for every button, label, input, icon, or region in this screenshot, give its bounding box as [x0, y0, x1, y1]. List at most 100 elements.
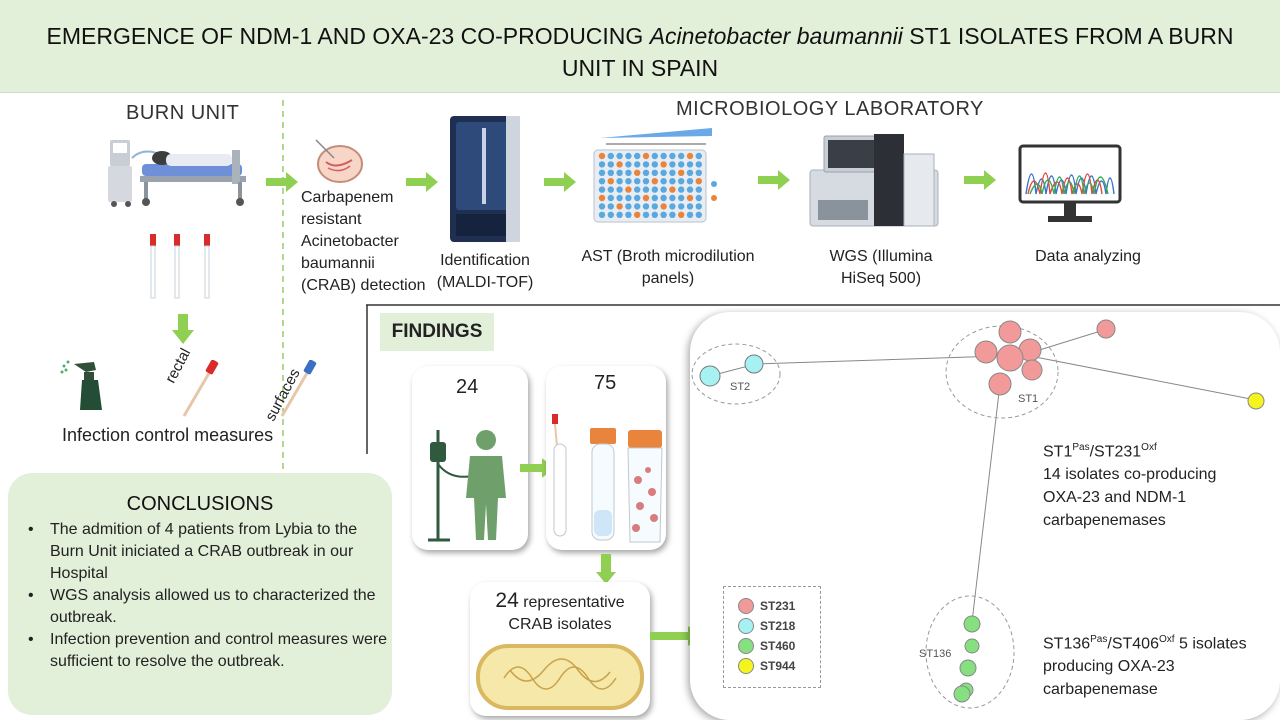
- st136-oxf: /ST406: [1107, 635, 1159, 653]
- title-banner: [0, 0, 1280, 93]
- section-divider: [282, 100, 284, 472]
- st1-pas-sup: Pas: [1072, 442, 1090, 453]
- cluster-label-st2: ST2: [730, 381, 751, 393]
- hospital-bed-icon: [108, 140, 246, 207]
- plate-well: [669, 186, 676, 193]
- plate-well: [616, 203, 623, 210]
- wgs-text: WGS (Illumina HiSeq 500): [806, 246, 956, 290]
- plate-well: [669, 194, 676, 202]
- plate-well: [695, 161, 702, 168]
- identification-line: Identification: [440, 252, 530, 269]
- plate-well: [695, 194, 702, 202]
- legend-item: ST218: [738, 618, 796, 634]
- sample-tubes-icon: [552, 414, 663, 543]
- plate-well: [625, 211, 632, 218]
- plate-well: [686, 169, 694, 176]
- st1-line: OXA-23 and NDM-1: [1043, 489, 1187, 507]
- plate-well: [634, 194, 641, 202]
- plate-well: [625, 152, 632, 160]
- plate-well: [695, 169, 702, 176]
- findings-frame: [366, 304, 1280, 454]
- bacteria-dish-icon: [476, 644, 644, 710]
- plate-well: [598, 169, 606, 176]
- burn-unit-label: BURN UNIT: [126, 102, 240, 124]
- plate-well: [695, 211, 702, 218]
- maldi-tof-icon: [450, 116, 520, 242]
- plate-well: [607, 152, 614, 160]
- plate-well: [695, 186, 702, 193]
- plate-well: [678, 161, 685, 168]
- st136-line: producing OXA-23: [1043, 658, 1175, 676]
- ast-line: AST (Broth microdilution: [581, 248, 755, 265]
- st136-suffix: 5 isolates: [1174, 635, 1247, 653]
- legend-item: ST460: [738, 638, 796, 654]
- conclusions-box: CONCLUSIONS The admition of 4 patients f…: [8, 473, 392, 715]
- plate-well: [625, 161, 632, 168]
- flow-arrow-icon: [406, 172, 438, 192]
- minimum-spanning-tree: [691, 319, 1265, 709]
- plate-well: [625, 203, 632, 210]
- plate-well: [651, 186, 658, 193]
- representative-label2: CRAB isolates: [508, 616, 612, 633]
- legend-item: ST231: [738, 598, 795, 614]
- plate-well: [598, 203, 606, 210]
- plate-well: [660, 211, 667, 218]
- plate-well: [686, 186, 694, 193]
- plate-well: [651, 194, 658, 202]
- plate-well: [607, 203, 614, 210]
- crab-detection-text: Carbapenem resistant Acinetobacter bauma…: [301, 187, 431, 297]
- legend-label: ST218: [760, 619, 796, 633]
- plate-well: [598, 186, 606, 193]
- st136-description: ST136Pas/ST406Oxf 5 isolates producing O…: [1043, 628, 1277, 701]
- monitor-chromatogram-icon: [1018, 144, 1122, 222]
- surfaces-swab-icon: [280, 360, 317, 417]
- plate-well: [634, 178, 641, 185]
- poster-title: EMERGENCE OF NDM-1 AND OXA-23 CO-PRODUCI…: [46, 23, 1234, 81]
- plate-well: [678, 186, 685, 193]
- rectal-swab-icon: [182, 360, 219, 417]
- microdilution-plate-icon: [593, 128, 717, 223]
- st1-oxf-sup: Oxf: [1141, 442, 1157, 453]
- plate-well: [598, 161, 606, 168]
- plate-well: [616, 186, 623, 193]
- plate-well: [625, 194, 632, 202]
- ast-text: AST (Broth microdilution panels): [578, 246, 758, 290]
- legend-swatch: [738, 658, 754, 674]
- plate-well: [660, 152, 667, 160]
- plate-well: [678, 203, 685, 210]
- plate-well: [686, 194, 694, 202]
- plate-well: [686, 161, 694, 168]
- plate-well: [634, 169, 641, 176]
- flow-arrow-icon: [266, 172, 298, 192]
- plate-well: [686, 211, 694, 218]
- st136-pas-sup: Pas: [1090, 634, 1108, 645]
- plate-well: [686, 203, 694, 210]
- plate-well: [616, 161, 623, 168]
- plate-well: [625, 186, 632, 193]
- down-arrow-icon: [596, 554, 616, 584]
- crab-line: resistant: [301, 211, 362, 228]
- plate-well: [669, 211, 676, 218]
- st1-description: ST1Pas/ST231Oxf 14 isolates co-producing…: [1043, 436, 1273, 532]
- plate-well: [616, 194, 623, 202]
- legend-label: ST460: [760, 639, 796, 653]
- plate-well: [642, 186, 650, 193]
- plate-well: [695, 178, 702, 185]
- conclusions-title: CONCLUSIONS: [126, 493, 274, 515]
- plate-well: [642, 152, 650, 160]
- spray-bottle-icon: [60, 360, 102, 410]
- crab-line: Carbapenem: [301, 189, 394, 206]
- plate-well: [678, 211, 685, 218]
- plate-well: [634, 203, 641, 210]
- plate-well: [642, 203, 650, 210]
- plate-well: [607, 161, 614, 168]
- plate-well: [616, 152, 623, 160]
- plate-well: [651, 169, 658, 176]
- plate-well: [642, 178, 650, 185]
- cluster-label-st136: ST136: [919, 648, 952, 660]
- legend-swatch: [738, 638, 754, 654]
- swab-tubes-icon: [150, 234, 210, 299]
- representative-count: 24: [495, 589, 519, 612]
- plate-well: [669, 203, 676, 210]
- plate-well: [607, 186, 614, 193]
